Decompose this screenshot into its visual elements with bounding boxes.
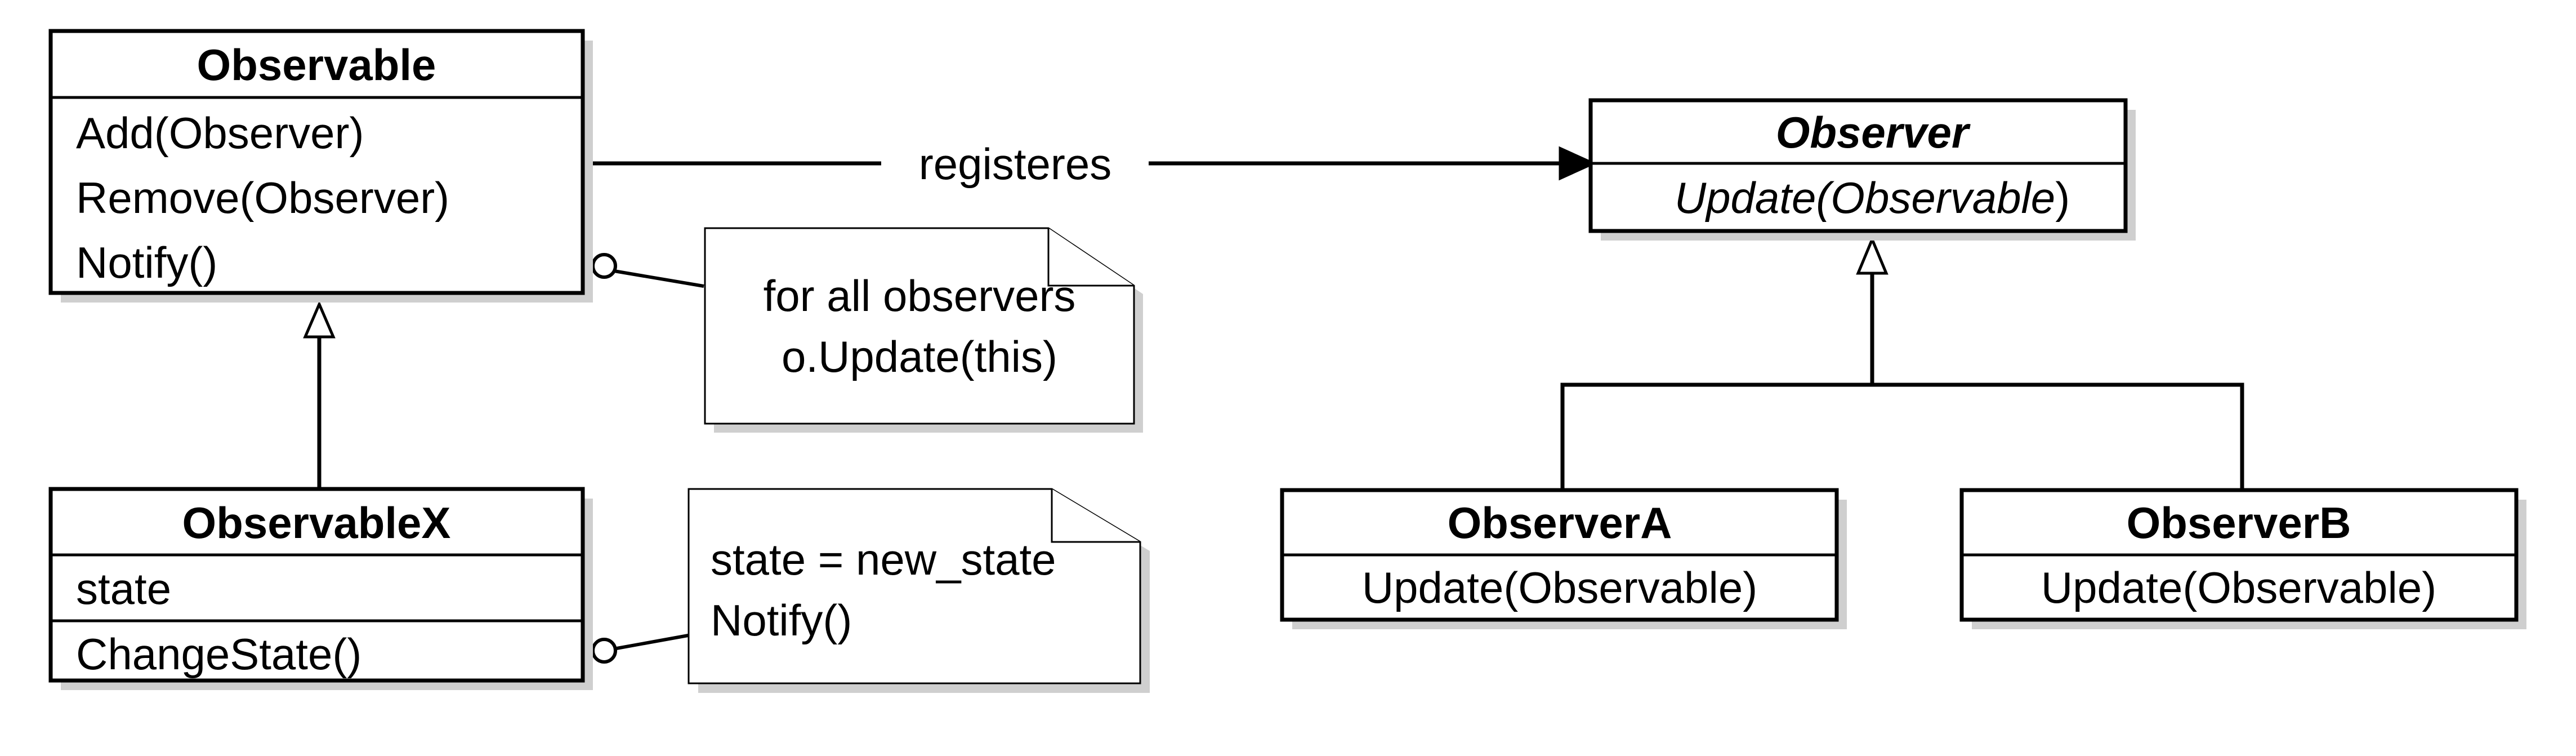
method-add: Add(Observer) (76, 108, 364, 158)
class-name: ObserverB (2127, 498, 2351, 548)
note-changestate[interactable]: state = new_state Notify() (687, 488, 1150, 693)
arrowhead-filled (1559, 146, 1597, 181)
method-remove: Remove(Observer) (76, 173, 449, 223)
association-label: registeres (919, 139, 1111, 189)
note-line: state = new_state (711, 535, 1056, 584)
attribute-state: state (76, 564, 171, 613)
note-anchor-dot (591, 638, 617, 664)
method-changestate: ChangeState() (76, 629, 361, 679)
generalization-observers (1560, 235, 2244, 490)
inheritance-triangle (303, 300, 336, 339)
association-registeres: registeres (586, 139, 1597, 189)
inheritance-triangle (1856, 235, 1889, 275)
method-update: Update(Observable) (2041, 563, 2436, 612)
class-name: Observer (1776, 108, 1971, 157)
class-observera[interactable]: ObserverA Update(Observable) (1280, 488, 1847, 629)
note-connector (604, 634, 689, 652)
note-notify[interactable]: for all observers o.Update(this) (704, 227, 1143, 433)
method-notify: Notify() (76, 238, 217, 287)
class-name: ObserverA (1448, 498, 1672, 548)
class-observer[interactable]: Observer Update(Observable) (1588, 98, 2136, 241)
generalization-observablex (303, 300, 336, 487)
note-line: o.Update(this) (782, 332, 1057, 381)
note-anchor-dot (591, 253, 617, 279)
method-update: Update(Observable) (1675, 173, 2070, 223)
class-name: Observable (197, 40, 436, 90)
class-observablex[interactable]: ObservableX state ChangeState() (48, 487, 593, 690)
class-observable[interactable]: Observable Add(Observer) Remove(Observer… (48, 29, 593, 303)
note-line: Notify() (711, 595, 852, 645)
note-line: for all observers (764, 271, 1076, 321)
class-name: ObservableX (182, 498, 451, 548)
method-update: Update(Observable) (1362, 563, 1757, 612)
note-connector (604, 268, 704, 288)
class-observerb[interactable]: ObserverB Update(Observable) (1959, 488, 2526, 629)
